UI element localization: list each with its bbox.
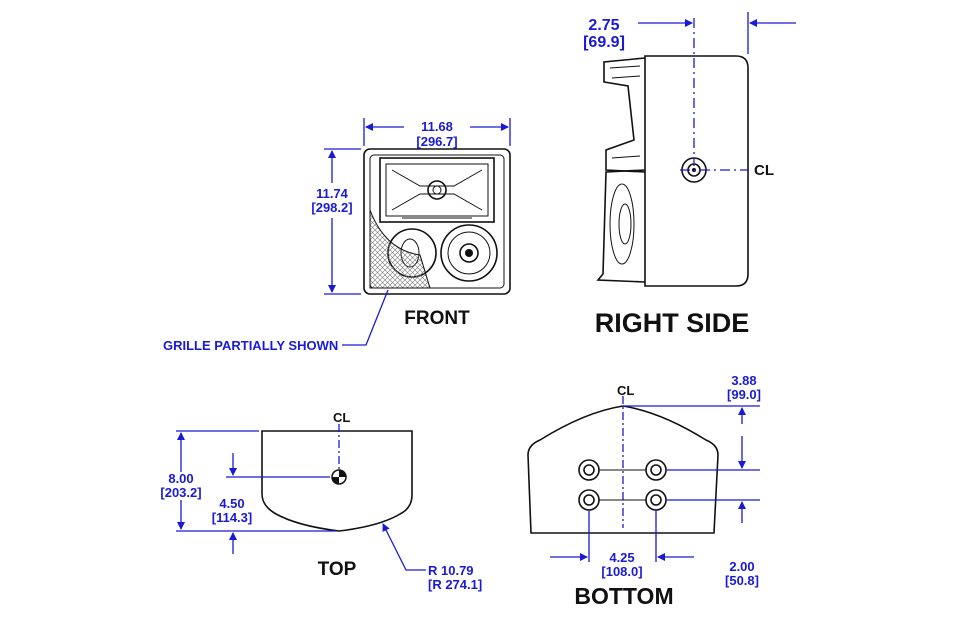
side-centerline-symbol: CL	[754, 162, 774, 179]
woofer-right-icon	[440, 224, 498, 282]
top-depth-dimension: 8.00 [203.2]	[160, 430, 336, 532]
top-depth-in: 8.00	[168, 471, 193, 486]
side-depth-in: 2.75	[588, 17, 619, 34]
right-side-view: CL 2.75 [69.9] RIGHT SIDE	[583, 12, 796, 338]
grille-note: GRILLE PARTIALLY SHOWN	[163, 289, 389, 353]
top-depth-mm: [203.2]	[160, 485, 201, 500]
side-horn-profile	[603, 57, 646, 173]
top-radius-mm: [R 274.1]	[428, 577, 482, 592]
right-side-label: RIGHT SIDE	[595, 308, 750, 338]
bottom-enclosure-outline	[527, 405, 719, 534]
top-mount-in: 4.50	[219, 496, 244, 511]
bottom-view: CL 3.88 [99.0] 2.00 [50.8]	[527, 373, 761, 609]
bottom-spacing-x-mm: [108.0]	[601, 564, 642, 579]
bottom-spacing-x-dimension: 4.25 [108.0]	[550, 510, 694, 579]
insert-bottom-left-icon	[578, 489, 600, 511]
bottom-spacing-y-dimension: 2.00 [50.8]	[666, 499, 760, 588]
grille-partial	[369, 209, 431, 289]
front-height-mm: [298.2]	[311, 200, 352, 215]
side-depth-dimension: 2.75 [69.9]	[583, 12, 796, 54]
front-width-mm: [296.7]	[416, 134, 457, 149]
top-radius-in: R 10.79	[428, 563, 474, 578]
top-mount-mm: [114.3]	[212, 510, 252, 525]
insert-top-right-icon	[645, 459, 667, 481]
side-woofer-profile	[596, 169, 646, 283]
bottom-offset-dimension: 3.88 [99.0]	[623, 373, 761, 471]
side-depth-mm: [69.9]	[583, 34, 625, 51]
front-label: FRONT	[404, 308, 470, 329]
horn-icon	[379, 157, 495, 223]
top-radius-leader: R 10.79 [R 274.1]	[382, 523, 482, 592]
top-mount-dimension: 4.50 [114.3]	[212, 453, 330, 554]
top-centerline-symbol: CL	[333, 410, 350, 425]
top-view: CL 8.00 [203.2] 4.50 [114.3] R 10.79	[160, 410, 482, 592]
bottom-centerline-symbol: CL	[617, 383, 634, 398]
bottom-spacing-y-in: 2.00	[729, 559, 754, 574]
bottom-spacing-x-in: 4.25	[609, 550, 634, 565]
front-width-in: 11.68	[421, 119, 453, 134]
insert-top-left-icon	[578, 459, 600, 481]
top-label: TOP	[318, 559, 357, 580]
bottom-label: BOTTOM	[574, 583, 673, 609]
top-mount-point-icon	[331, 469, 347, 485]
front-view: 11.68 [296.7] 11.74 [298.2] GRILLE PARTI…	[163, 118, 511, 353]
bottom-offset-in: 3.88	[731, 373, 756, 388]
grille-note-text: GRILLE PARTIALLY SHOWN	[163, 338, 338, 353]
front-height-dimension: 11.74 [298.2]	[311, 148, 361, 295]
bottom-offset-mm: [99.0]	[727, 387, 761, 402]
bottom-spacing-y-mm: [50.8]	[725, 573, 759, 588]
front-height-in: 11.74	[316, 186, 349, 201]
top-enclosure-outline	[261, 430, 413, 532]
front-width-dimension: 11.68 [296.7]	[363, 118, 511, 149]
side-enclosure-outline	[644, 55, 749, 287]
insert-bottom-right-icon	[645, 489, 667, 511]
front-enclosure-outline	[363, 148, 511, 295]
